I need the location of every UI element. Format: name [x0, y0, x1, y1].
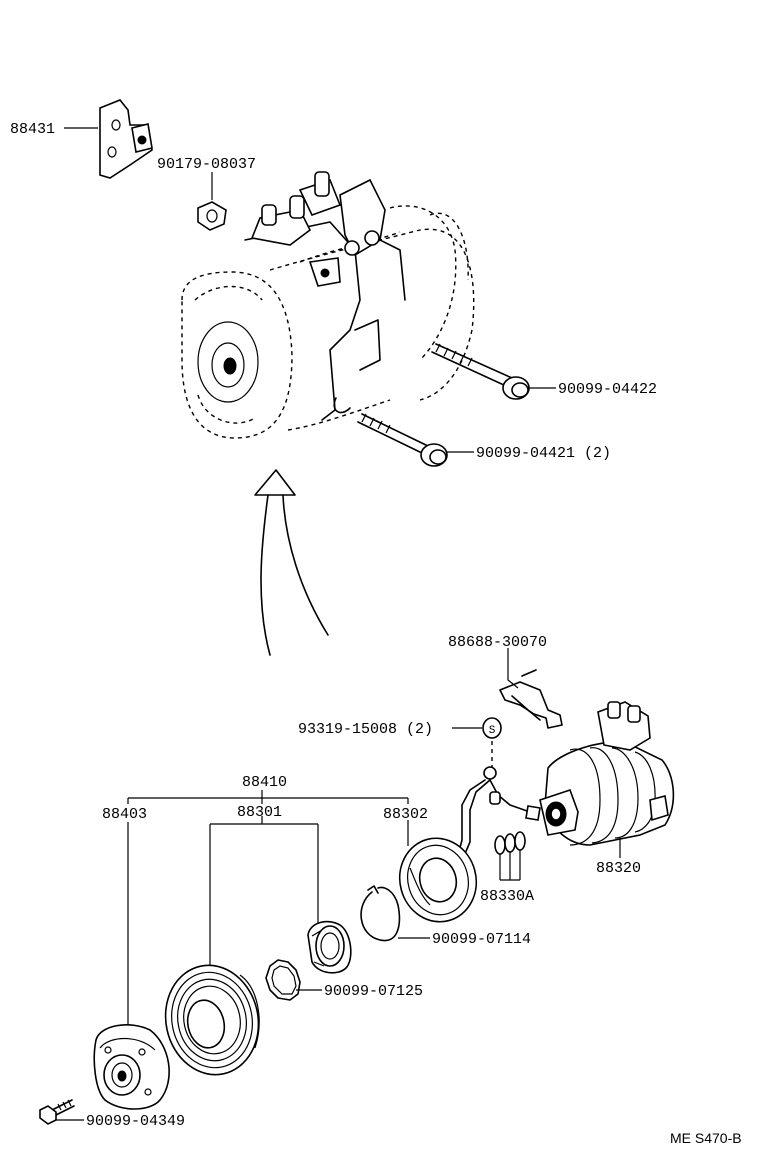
label-90099-04421: 90099-04421 (2) — [476, 445, 611, 462]
diagram-code: ME S470-B — [670, 1130, 742, 1146]
upper-mount-bolt-illustration — [431, 343, 530, 400]
bearing-illustration — [307, 920, 352, 974]
label-90099-04349: 90099-04349 — [86, 1113, 185, 1130]
label-88403: 88403 — [102, 806, 147, 823]
lower-mount-bolt-illustration — [357, 413, 448, 467]
wire-harness-illustration — [499, 669, 563, 729]
bracket-illustration — [99, 99, 153, 179]
nut-illustration — [197, 201, 227, 231]
stator-lead-wire-illustration — [457, 766, 541, 857]
label-88320: 88320 — [596, 860, 641, 877]
label-88330A: 88330A — [480, 888, 534, 905]
label-88431: 88431 — [10, 121, 55, 138]
shim-set-illustration — [494, 831, 526, 881]
label-90099-07125: 90099-07125 — [324, 983, 423, 1000]
label-90099-04422: 90099-04422 — [558, 381, 657, 398]
label-88302: 88302 — [383, 806, 428, 823]
hub-bolt-illustration — [39, 1099, 75, 1125]
pressure-plate-illustration — [93, 1024, 170, 1110]
compressor-installed-illustration — [181, 171, 530, 467]
label-90099-07114: 90099-07114 — [432, 931, 531, 948]
screw-badge: S — [482, 717, 502, 739]
label-90179-08037: 90179-08037 — [157, 156, 256, 173]
compressor-illustration — [539, 701, 675, 846]
label-93319-15008: 93319-15008 (2) — [298, 721, 433, 738]
assembly-arrow — [254, 469, 329, 656]
pulley-illustration — [164, 964, 260, 1076]
label-88410: 88410 — [242, 774, 287, 791]
leader-lines — [56, 127, 621, 1121]
snap-ring-stator-illustration — [360, 885, 401, 942]
label-88688-30070: 88688-30070 — [448, 634, 547, 651]
svg-text:S: S — [489, 725, 496, 737]
snap-ring-pulley-illustration — [265, 959, 301, 1001]
stator-illustration — [398, 837, 478, 923]
label-88301: 88301 — [237, 804, 282, 821]
